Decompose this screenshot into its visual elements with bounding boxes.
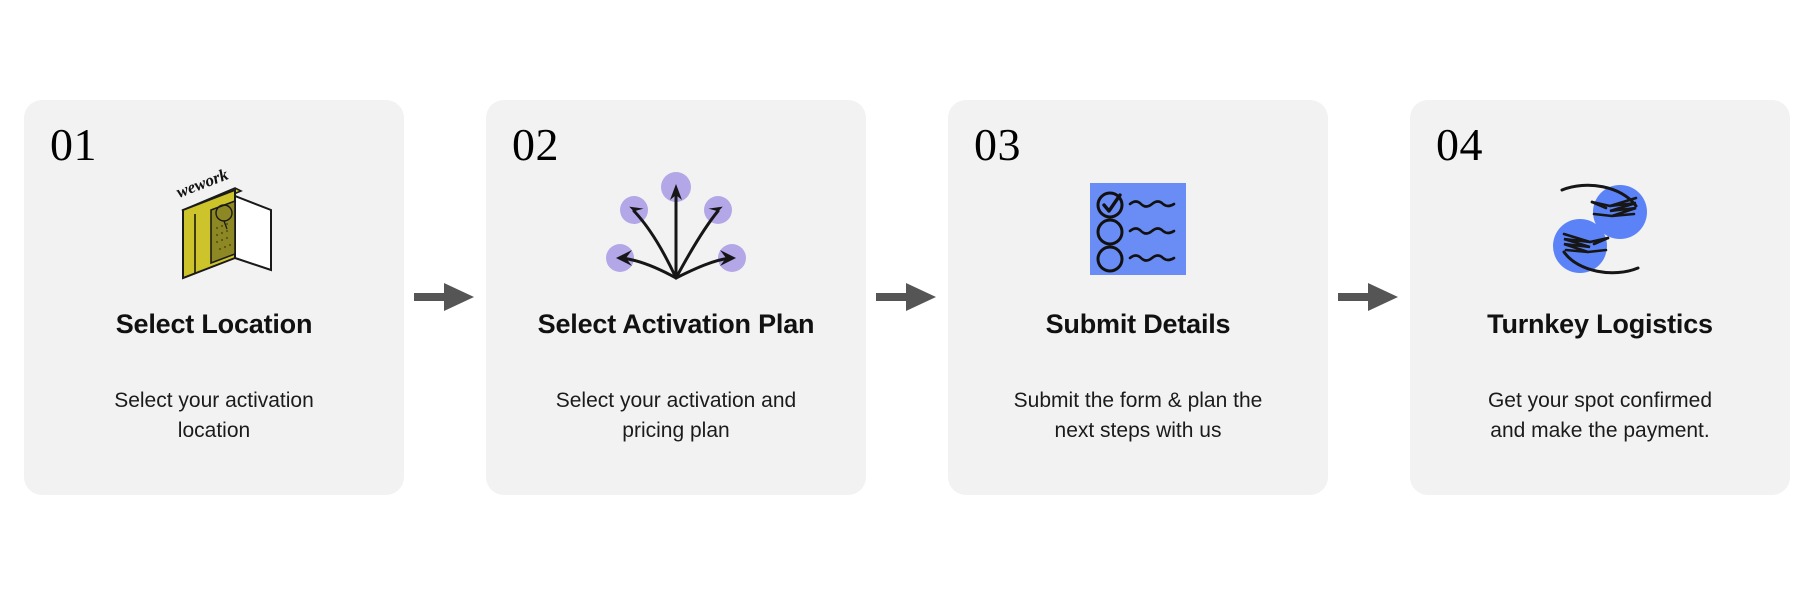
steps-row: 01 <box>24 99 1790 495</box>
checklist-form-icon <box>1063 164 1213 294</box>
step-card-1[interactable]: 01 <box>24 99 404 495</box>
step-card-3[interactable]: 03 Submit Details Submit the form & <box>948 99 1328 495</box>
step-title-1: Select Location <box>115 308 313 339</box>
step-card-2[interactable]: 02 <box>486 99 866 495</box>
step-number-3: 03 <box>974 118 1021 170</box>
step-number-2: 02 <box>512 118 559 170</box>
arrow-3-to-4 <box>1328 100 1410 495</box>
step-title-2: Select Activation Plan <box>537 308 815 339</box>
step-title-4: Turnkey Logistics <box>1487 308 1713 339</box>
arrow-2-to-3 <box>866 100 948 495</box>
step-description-1: Select your activation location <box>114 388 314 443</box>
step-description-3: Submit the form & plan the next steps wi… <box>1013 388 1263 443</box>
arrow-right-icon <box>414 283 474 311</box>
arrow-right-icon <box>876 283 936 311</box>
step-title-3: Submit Details <box>1045 308 1231 339</box>
arrow-1-to-2 <box>404 100 486 495</box>
handshake-circles-icon <box>1525 164 1675 294</box>
step-number-4: 04 <box>1436 118 1483 170</box>
step-card-4[interactable]: 04 <box>1410 99 1790 495</box>
step-description-4: Get your spot confirmed and make the pay… <box>1487 388 1713 443</box>
radiating-arrows-icon <box>601 164 751 294</box>
arrow-right-icon <box>1338 283 1398 311</box>
step-number-1: 01 <box>50 118 97 170</box>
step-description-2: Select your activation and pricing plan <box>555 388 797 443</box>
wework-door-icon: wework <box>139 164 289 294</box>
